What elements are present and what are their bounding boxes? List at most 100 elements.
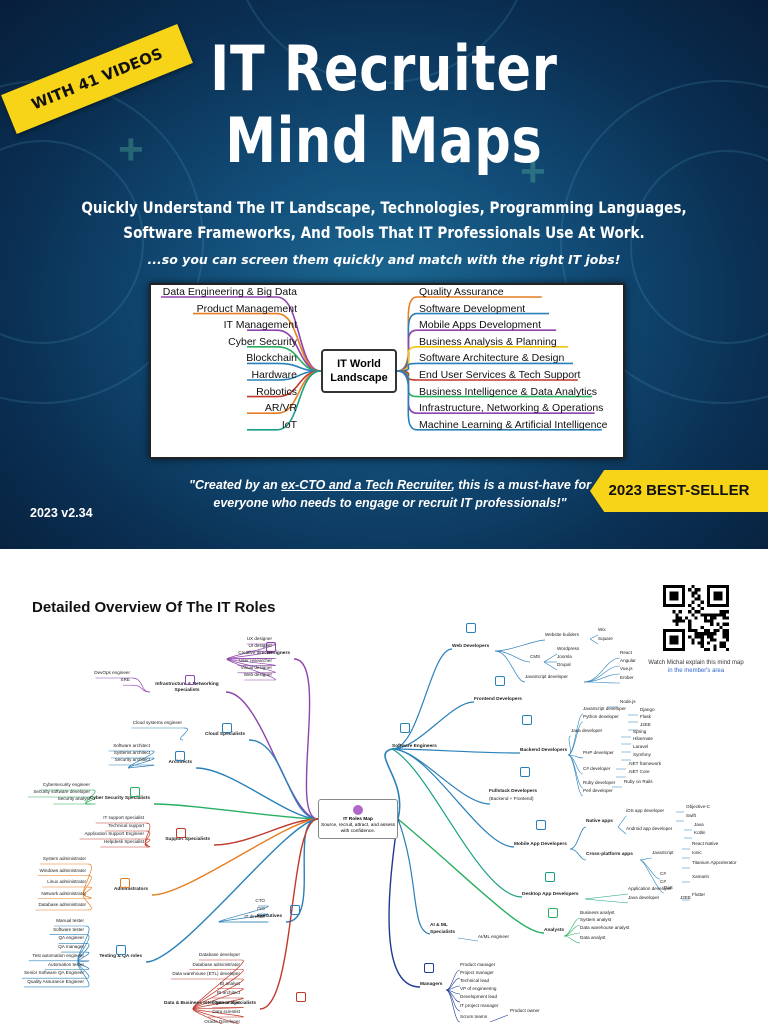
role-group: Cloud Specialists xyxy=(205,732,245,737)
role-item: VP of engineering xyxy=(460,986,497,991)
role-item: Xamarin xyxy=(692,874,710,879)
role-item: Senior Software QA Engineer xyxy=(23,970,84,976)
role-item: Business analyst xyxy=(580,910,615,915)
role-item: UX designer xyxy=(246,636,272,641)
branch-line xyxy=(180,727,188,741)
branch-line xyxy=(285,818,319,923)
landscape-left-item: Robotics xyxy=(256,385,297,398)
role-group: Desktop App Developers xyxy=(522,892,579,897)
branch-line xyxy=(494,650,526,683)
branch-line xyxy=(193,312,322,372)
landscape-right-item: Business Analysis & Planning xyxy=(419,335,557,348)
role-item: Ember xyxy=(620,675,634,680)
role-item: Database administrator xyxy=(38,902,87,907)
role-group: Executives xyxy=(256,914,282,919)
role-item: Python developer xyxy=(583,714,619,719)
landscape-right-item: Software Architecture & Design xyxy=(419,352,565,365)
landscape-center-node: IT World Landscape xyxy=(321,349,397,393)
role-group: Analysts xyxy=(544,928,564,933)
role-item: Application Support Engineer xyxy=(84,831,144,836)
role-group: Administrators xyxy=(113,887,148,892)
role-item: Data analyst xyxy=(580,935,606,940)
role-item: CIO xyxy=(256,906,265,911)
role-item: Security analyst xyxy=(57,796,90,801)
role-item: Ruby on Rails xyxy=(624,779,653,784)
role-item: Angular xyxy=(620,658,636,663)
branch-line xyxy=(391,748,491,805)
role-icon xyxy=(222,723,232,733)
role-icon xyxy=(520,767,530,777)
role-item: Hibernate xyxy=(633,736,653,741)
branch-line xyxy=(569,848,587,861)
branch-line xyxy=(248,739,319,820)
bestseller-badge: 2023 BEST-SELLER xyxy=(590,470,768,512)
role-group: AI & ML xyxy=(430,923,448,928)
branch-line xyxy=(584,898,629,904)
title-line-1: IT Recruiter xyxy=(210,32,558,105)
role-item: Square xyxy=(598,636,613,641)
role-group: Specialists xyxy=(430,930,456,935)
quote-text: "Created by an xyxy=(189,478,282,492)
branch-line xyxy=(83,875,92,896)
role-group: Data & Business Intelligence Specialists xyxy=(164,1001,256,1006)
role-group: Architects xyxy=(168,760,192,765)
branch-line xyxy=(293,658,319,820)
landscape-right-item: End User Services & Tech Support xyxy=(419,369,581,381)
role-icon xyxy=(545,872,555,882)
role-item: IT support specialist xyxy=(103,815,144,820)
role-item: Technical lead xyxy=(460,978,490,983)
role-item: Swift xyxy=(686,813,696,818)
landscape-right-item: Mobile Apps Development xyxy=(419,319,541,332)
role-item: IT project manager xyxy=(460,1003,499,1008)
role-item: Dart xyxy=(664,885,673,890)
branch-line xyxy=(639,859,665,894)
role-item: Cloud systems engineer xyxy=(132,720,182,725)
branch-line xyxy=(391,701,475,750)
role-item: Android app developer xyxy=(626,826,673,831)
role-item: iOS app developer xyxy=(626,808,665,813)
branch-line xyxy=(247,370,322,431)
branch-line xyxy=(226,658,276,681)
role-item: Application developer xyxy=(628,886,672,891)
role-group: Mobile App Developers xyxy=(514,842,567,847)
role-icon xyxy=(176,828,186,838)
landscape-left-item: Product Management xyxy=(196,302,297,315)
version-label: 2023 v2.34 xyxy=(30,506,93,520)
subtitle-line-1: Quickly Understand The IT Landscape, Tec… xyxy=(81,198,687,217)
role-item: Ruby developer xyxy=(583,780,616,785)
it-roles-map-section: Detailed Overview Of The IT Roles Watch … xyxy=(0,549,768,1024)
branch-line xyxy=(225,691,319,820)
members-area-link[interactable]: in the member's area xyxy=(667,668,725,674)
role-item: Software architect xyxy=(113,743,150,748)
role-item: BI architect xyxy=(217,990,240,995)
branch-line xyxy=(567,754,584,789)
branch-line xyxy=(543,653,558,663)
role-item: Quality Assurance Engineer xyxy=(27,978,84,984)
role-icon xyxy=(290,905,300,915)
branch-line xyxy=(617,826,627,835)
role-icon xyxy=(424,963,434,973)
title-line-2: Mind Maps xyxy=(225,104,543,177)
branch-line xyxy=(617,815,627,828)
qr-caption: Watch Michal explain this mind map in th… xyxy=(648,659,744,675)
role-item: BI analyst xyxy=(219,980,240,986)
role-group: Frontend Developers xyxy=(474,697,522,702)
role-item: IT director xyxy=(244,914,265,919)
role-item: Objective-C xyxy=(686,804,710,809)
role-item: Laravel xyxy=(633,744,649,749)
subtitle-line-2: Software Frameworks, And Tools That IT P… xyxy=(123,223,645,242)
center-subtitle: Source, recruit, attract, and assess wit… xyxy=(320,823,396,834)
role-item: Wordpress xyxy=(557,646,580,651)
landscape-right-item: Software Development xyxy=(419,302,526,315)
role-icon xyxy=(120,878,130,888)
role-item: Website builders xyxy=(545,632,579,637)
branch-line xyxy=(131,684,151,693)
branch-line xyxy=(391,748,515,848)
branch-line xyxy=(195,767,319,820)
role-item: DevOps engineer xyxy=(94,670,130,675)
role-item: C# xyxy=(660,879,666,884)
role-item: J2EE xyxy=(680,895,691,900)
qr-code-icon[interactable] xyxy=(663,585,729,651)
role-item: React xyxy=(620,650,633,655)
branch-line xyxy=(151,818,319,896)
